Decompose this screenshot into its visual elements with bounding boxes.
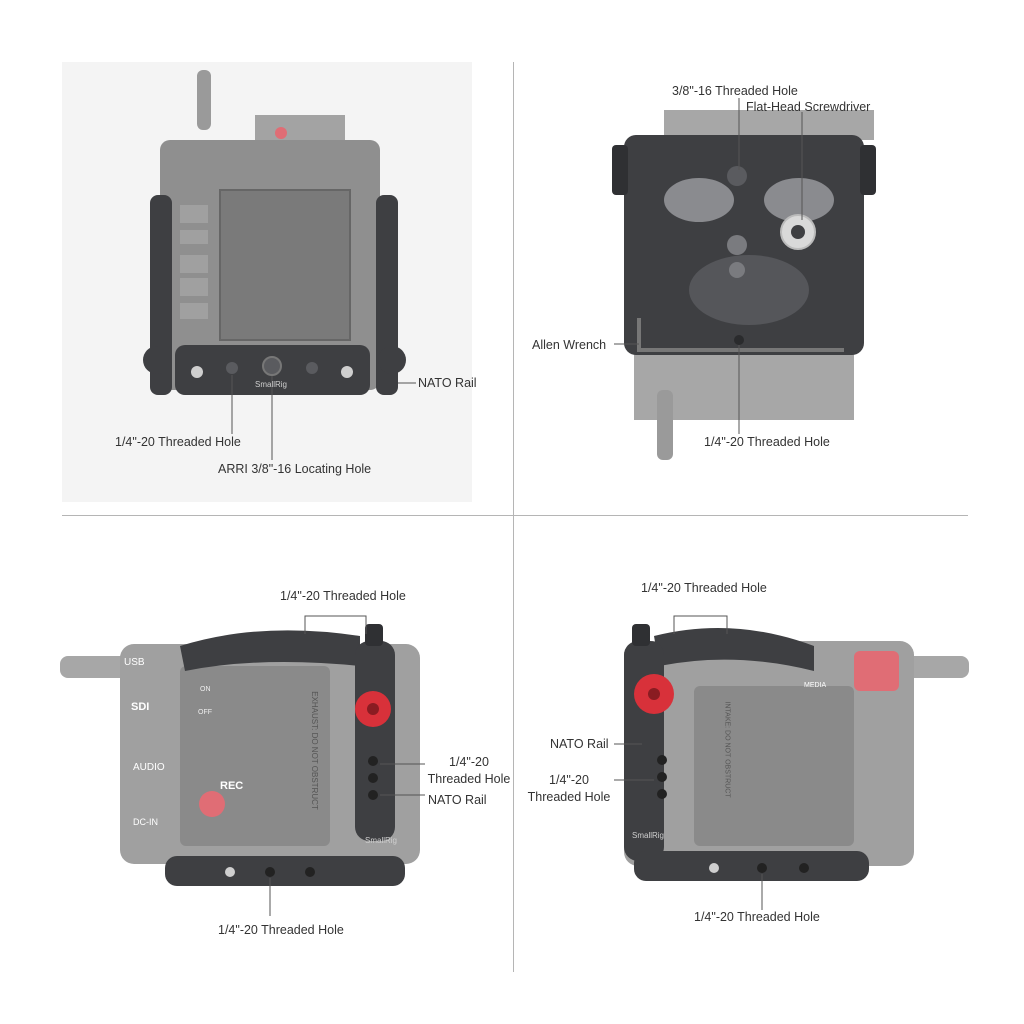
callout-nato-rail: NATO Rail [418, 376, 477, 390]
callout-threaded-hole-top: 1/4"-20 Threaded Hole [641, 581, 767, 595]
camera-label-on: ON [200, 686, 211, 693]
cage-back-view-image [62, 62, 472, 502]
panel-bottom-right: MEDIA INTAKE: DO NOT OBSTRUCT SmallRig 1… [514, 516, 1024, 1024]
callout-threaded-hole-bottom: 1/4"-20 Threaded Hole [694, 910, 820, 924]
camera-label-media: MEDIA [804, 682, 827, 689]
callout-threaded-hole-side: 1/4"-20 Threaded Hole [427, 755, 511, 786]
callout-threaded-hole-top: 1/4"-20 Threaded Hole [280, 589, 406, 603]
brand-engraving: SmallRig [632, 831, 665, 840]
camera-label-usb: USB [124, 657, 145, 668]
intake-text: INTAKE: DO NOT OBSTRUCT [723, 701, 731, 798]
horizontal-divider [62, 515, 968, 516]
callout-threaded-hole-bottom: 1/4"-20 Threaded Hole [218, 923, 344, 937]
callout-nato-rail: NATO Rail [428, 793, 487, 807]
camera-label-rec: REC [220, 780, 244, 792]
vertical-divider [513, 62, 514, 972]
brand-engraving: SmallRig [365, 836, 398, 845]
callout-threaded-hole-top: 3/8"-16 Threaded Hole [672, 84, 798, 98]
cage-right-side-image [614, 615, 969, 910]
callout-screwdriver: Flat-Head Screwdriver [746, 100, 871, 114]
cage-left-side-image [60, 615, 425, 916]
panel-top-right: 3/8"-16 Threaded Hole Flat-Head Screwdri… [514, 0, 1024, 515]
warning-text: EXHAUST: DO NOT OBSTRUCT [309, 691, 319, 810]
callout-threaded-hole-bottom: 1/4"-20 Threaded Hole [704, 435, 830, 449]
panel-top-left: SmallRig NATO Rail 1/4"-20 Threaded Hole… [0, 0, 513, 515]
callout-allen-wrench: Allen Wrench [532, 338, 607, 352]
brand-engraving: SmallRig [255, 380, 288, 389]
panel-bottom-left: USB SDI ON OFF AUDIO REC DC-IN EXHAUST: … [0, 516, 513, 1024]
camera-label-sdi: SDI [131, 701, 150, 713]
cage-bottom-plate-image [612, 98, 876, 460]
camera-label-dcin: DC-IN [133, 817, 158, 827]
callout-nato-rail: NATO Rail [550, 737, 609, 751]
camera-label-audio: AUDIO [133, 762, 165, 773]
camera-label-off: OFF [198, 709, 212, 716]
callout-threaded-hole-side: 1/4"-20 Threaded Hole [527, 773, 611, 804]
callout-locating-hole: ARRI 3/8"-16 Locating Hole [218, 462, 372, 476]
callout-threaded-hole: 1/4"-20 Threaded Hole [115, 435, 241, 449]
